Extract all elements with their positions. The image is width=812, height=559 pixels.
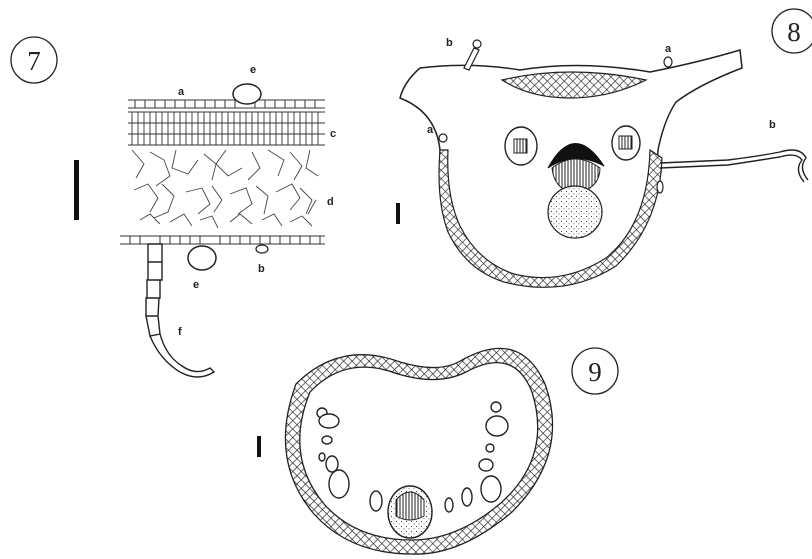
figure-8: 8 b [396,9,812,287]
figure-8-trichome-b-right [660,150,808,182]
figure-7-gland-e-top [233,84,261,104]
figure-7-epidermis-lower [120,236,325,244]
figure-8-gland-a-left [439,134,447,142]
figure-9-number-text: 9 [588,357,602,387]
figure-8-lateral-bundle-right [612,126,640,160]
figure-7-stalk-b [256,245,268,253]
figure-7-label-a: a [178,86,185,98]
figure-7-label-e-top: e [250,64,256,76]
figure-7-gland-e-bottom [188,246,216,270]
figure-7-number-text: 7 [27,46,41,76]
figure-8-label-b-top: b [446,37,453,49]
figure-8-label-b-right: b [769,119,776,131]
figure-8-number: 8 [772,9,812,53]
figure-7-epidermis-upper [128,100,325,108]
figure-7-spongy-mesophyll [132,150,318,228]
figure-7-palisade [128,112,325,145]
figure-7-label-f: f [178,326,182,338]
figure-9-vascular-bundle [388,486,432,538]
figure-7-label-c: c [330,128,336,140]
figure-7-label-d: d [327,196,334,208]
figure-9-number: 9 [572,348,618,394]
figure-7-label-e-bottom: e [193,279,199,291]
figure-8-label-a-left: a [427,124,434,136]
figure-8-number-text: 8 [787,17,801,47]
figure-8-gland-a-top [664,57,672,67]
figure-7-scale-bar [74,160,79,220]
figure-7-number: 7 [11,37,57,83]
figure-8-scale-bar [396,203,400,224]
figure-7-label-b: b [258,263,265,275]
figure-8-gland-right [657,181,663,193]
figure-7: 7 [11,37,336,377]
figure-9: 9 [257,348,618,554]
figure-9-scale-bar [257,436,261,457]
figure-8-label-a-top: a [665,43,672,55]
figure-8-lateral-bundle-left [505,127,537,165]
